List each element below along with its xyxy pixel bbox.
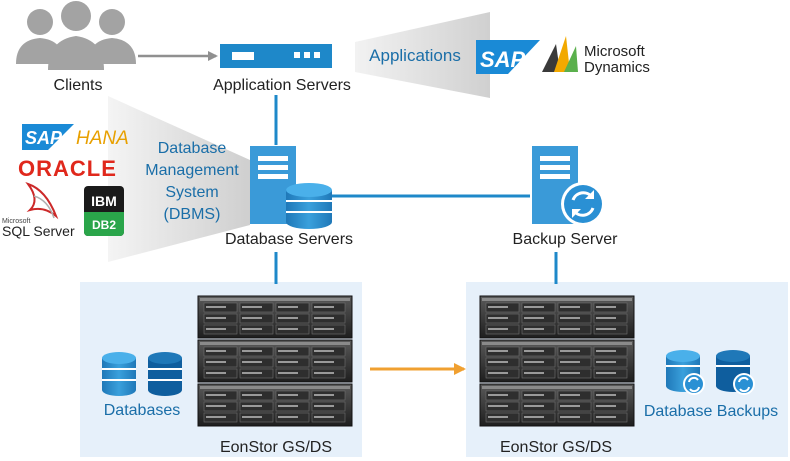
svg-text:(DBMS): (DBMS) (164, 206, 221, 223)
storage-enclosure (479, 295, 635, 339)
backup-server-label: Backup Server (513, 231, 619, 248)
database-servers-label: Database Servers (225, 231, 353, 248)
svg-text:SAP: SAP (25, 128, 63, 148)
dbms-beam (108, 96, 250, 262)
application-server-icon (220, 44, 332, 68)
storage-right-label: EonStor GS/DS (500, 439, 612, 456)
clients-label: Clients (54, 77, 103, 94)
svg-text:System: System (165, 184, 218, 201)
microsoft-dynamics-logo: Microsoft Dynamics (542, 36, 650, 76)
dbms-label: Database Management System (DBMS) (145, 140, 239, 223)
storage-enclosure (197, 339, 353, 383)
svg-text:Database: Database (158, 140, 227, 157)
ibm-db2-logo: IBM DB2 (84, 186, 124, 236)
svg-text:IBM: IBM (91, 193, 117, 209)
svg-text:DB2: DB2 (92, 218, 116, 232)
applications-label: Applications (369, 46, 461, 65)
databases-label: Databases (104, 402, 181, 419)
svg-text:SQL Server: SQL Server (2, 223, 75, 239)
application-servers-label: Application Servers (213, 77, 351, 94)
oracle-logo: ORACLE (18, 156, 117, 181)
databases-icon (102, 352, 182, 396)
svg-text:HANA: HANA (76, 128, 129, 149)
clients-icon (16, 1, 136, 70)
sap-hana-logo: SAP HANA (22, 124, 129, 150)
storage-left-label: EonStor GS/DS (220, 439, 332, 456)
storage-enclosure (197, 295, 353, 339)
database-server-icon (250, 146, 332, 229)
microsoft-dynamics-line1: Microsoft (584, 43, 646, 60)
database-backups-label: Database Backups (644, 403, 778, 420)
storage-array-right (479, 295, 635, 427)
microsoft-dynamics-line2: Dynamics (584, 59, 650, 76)
storage-array-left (197, 295, 353, 427)
svg-text:Microsoft: Microsoft (2, 218, 30, 225)
storage-enclosure (197, 383, 353, 427)
svg-text:SAP: SAP (480, 47, 526, 72)
sap-logo: SAP (476, 40, 540, 74)
backup-server-icon (532, 146, 605, 226)
storage-enclosure (479, 339, 635, 383)
sql-server-logo: Microsoft SQL Server (2, 182, 75, 239)
database-backups-icon (666, 350, 755, 395)
svg-text:Management: Management (145, 162, 239, 179)
storage-enclosure (479, 383, 635, 427)
applications-beam (355, 12, 490, 98)
